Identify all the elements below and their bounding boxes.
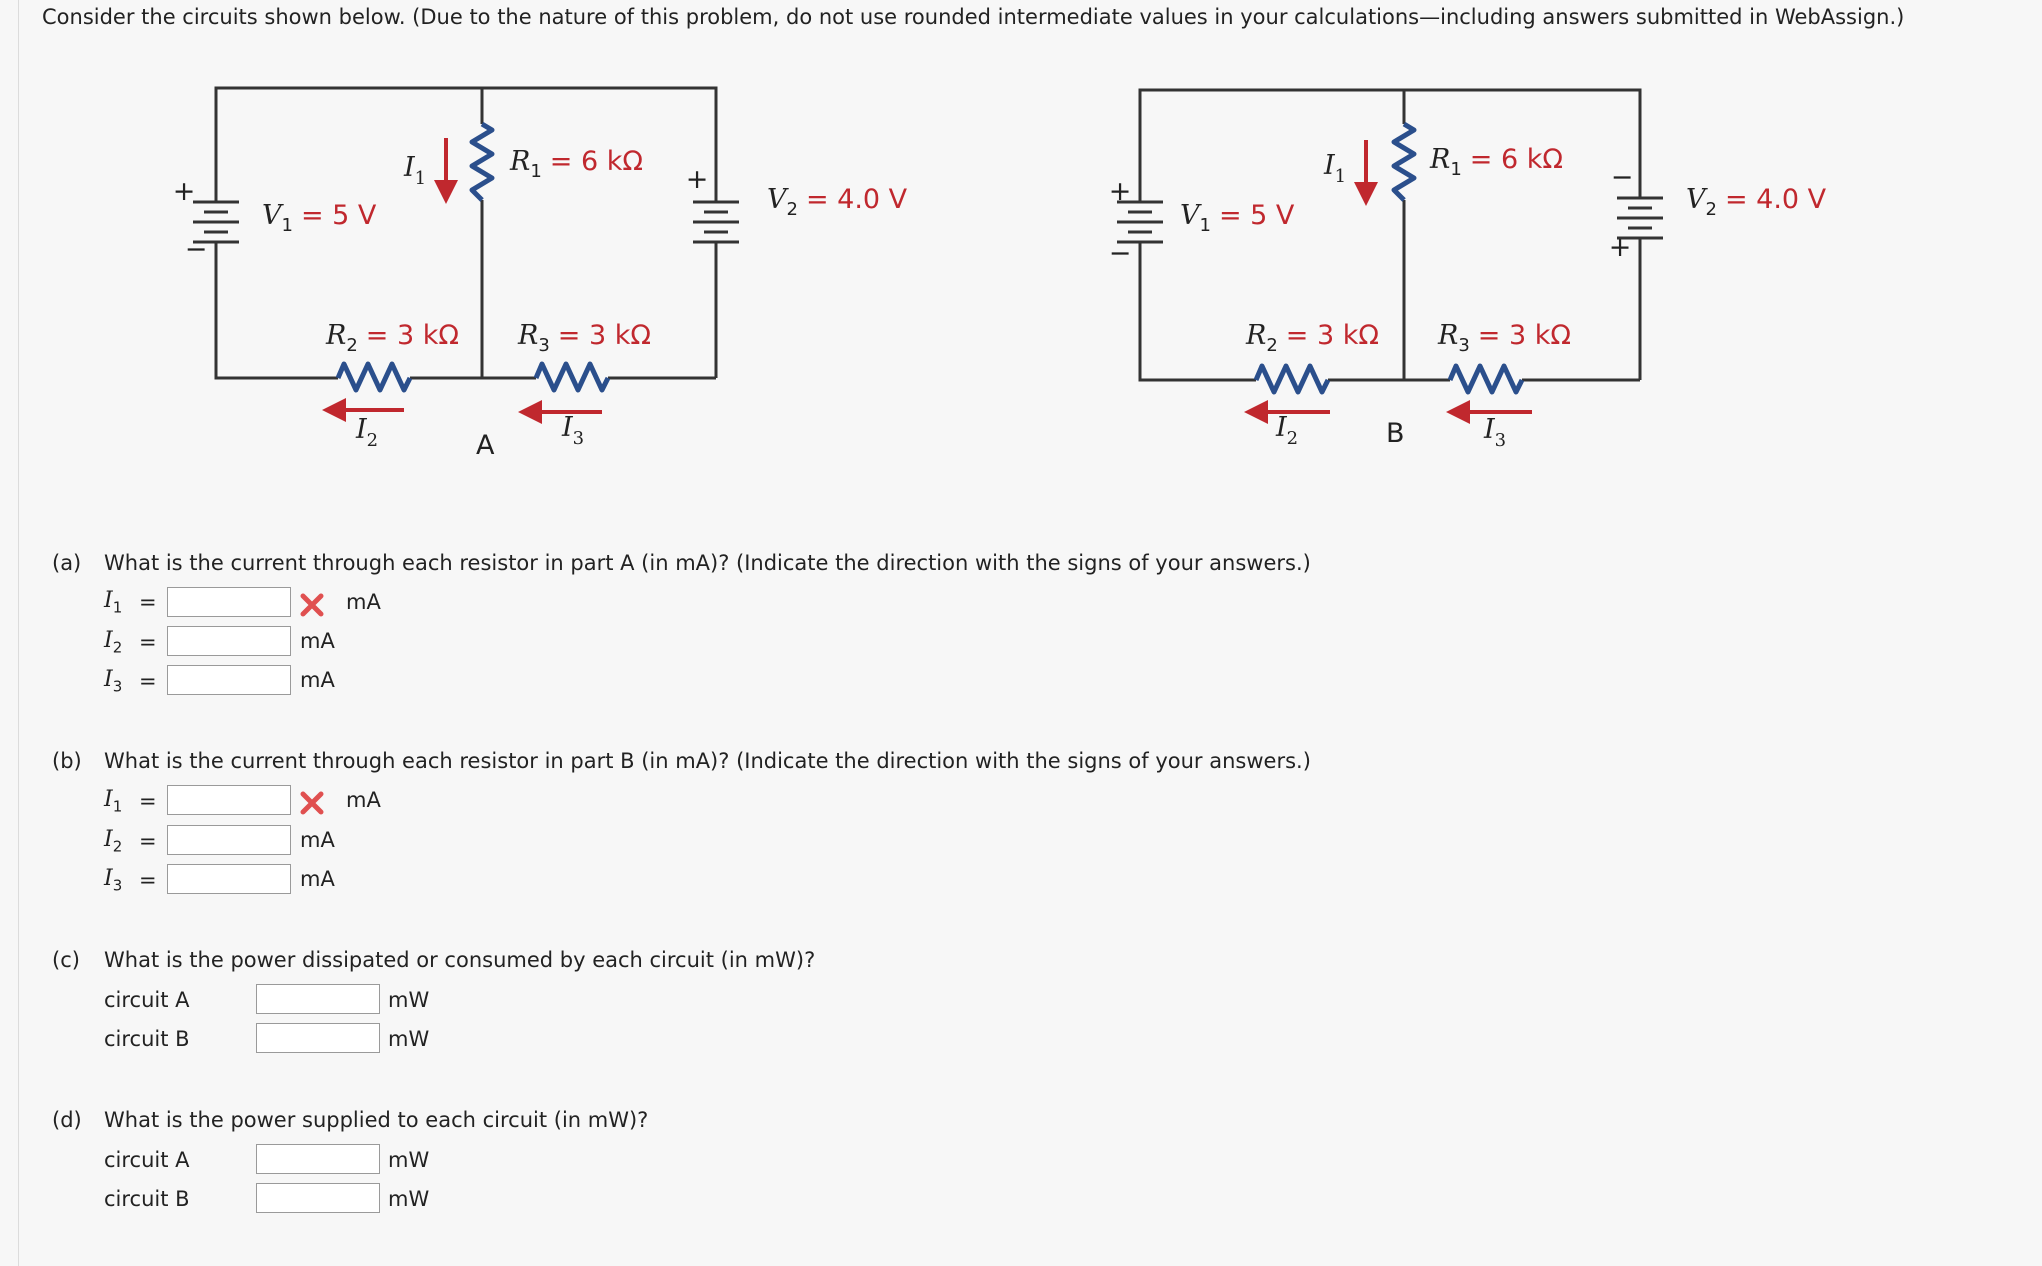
part-d-question: (d) What is the power supplied to each ci…	[52, 1107, 648, 1133]
circuit-b-v1-minus: −	[1109, 238, 1132, 269]
circuit-b-wires	[1138, 88, 1642, 382]
part-b-i1-input[interactable]	[167, 785, 291, 815]
page-left-border	[18, 0, 19, 1266]
part-b-i2-var: I2	[104, 827, 123, 856]
part-b-tag: (b)	[52, 749, 82, 773]
circuit-a: + − V1= 5 V + V2= 4.0 V R1= 6 kΩ I1 R2= …	[173, 86, 908, 461]
circuit-a-battery-v2	[693, 192, 739, 250]
circuit-a-resistor-r3	[533, 361, 611, 393]
part-a-i3-input[interactable]	[167, 665, 291, 695]
part-a-i1-var: I1	[104, 588, 123, 617]
part-c-text: What is the power dissipated or consumed…	[104, 948, 816, 972]
circuit-b-r1-label: R1= 6 kΩ	[1429, 144, 1563, 180]
part-c-circuit-a-unit: mW	[388, 988, 430, 1012]
part-c-tag: (c)	[52, 948, 80, 972]
part-b-i3-unit: mA	[300, 867, 335, 891]
circuit-a-v2-plus: +	[686, 164, 709, 195]
circuit-b-v1-plus: +	[1109, 176, 1132, 207]
circuit-b: + − V1= 5 V − + V2= 4.0 V R1= 6 kΩ I1 R2…	[1109, 88, 1827, 451]
part-b-text: What is the current through each resisto…	[104, 749, 1311, 773]
circuit-b-i3-label: I3	[1483, 414, 1506, 451]
part-c-question: (c) What is the power dissipated or consu…	[52, 947, 815, 973]
circuit-b-resistor-r2	[1253, 363, 1331, 395]
part-d-circuit-a-input[interactable]	[256, 1144, 380, 1174]
circuit-a-i1-label: I1	[403, 152, 426, 189]
circuit-a-v2-label: V2= 4.0 V	[767, 184, 908, 220]
circuit-a-wires	[214, 86, 718, 380]
circuit-a-resistor-r2	[335, 361, 413, 393]
part-a-text: What is the current through each resisto…	[104, 551, 1311, 575]
circuit-a-r2-label: R2= 3 kΩ	[325, 320, 459, 356]
part-a-i3-eq: =	[139, 669, 157, 693]
part-c-circuit-b-unit: mW	[388, 1027, 430, 1051]
circuit-b-battery-v1	[1117, 190, 1163, 250]
circuit-a-v1-label: V1= 5 V	[262, 200, 377, 236]
part-c-circuit-a-input[interactable]	[256, 984, 380, 1014]
circuit-diagrams: + − V1= 5 V + V2= 4.0 V R1= 6 kΩ I1 R2= …	[173, 86, 1827, 461]
circuit-b-v2-minus: −	[1611, 162, 1634, 193]
circuit-a-i3-label: I3	[561, 412, 584, 449]
circuit-a-name: A	[476, 430, 495, 461]
circuit-a-r3-label: R3= 3 kΩ	[517, 320, 651, 356]
circuit-b-v2-label: V2= 4.0 V	[1686, 184, 1827, 220]
circuit-a-v1-minus: −	[185, 234, 208, 265]
circuit-a-i2-label: I2	[355, 414, 378, 451]
part-a-i2-unit: mA	[300, 629, 335, 653]
circuit-b-v1-label: V1= 5 V	[1180, 200, 1295, 236]
circuit-a-v1-plus: +	[173, 176, 196, 207]
part-c-circuit-b-label: circuit B	[104, 1027, 190, 1051]
x-mark-icon	[300, 791, 324, 815]
problem-intro: Consider the circuits shown below. (Due …	[42, 5, 1905, 29]
part-a-i2-var: I2	[104, 628, 123, 657]
part-a-i2-eq: =	[139, 630, 157, 654]
part-a-i3-var: I3	[104, 667, 123, 696]
part-d-circuit-a-unit: mW	[388, 1148, 430, 1172]
part-c-circuit-b-input[interactable]	[256, 1023, 380, 1053]
part-b-i1-eq: =	[139, 789, 157, 813]
part-b-i2-eq: =	[139, 829, 157, 853]
x-mark-icon	[300, 593, 324, 617]
circuit-b-i1-label: I1	[1323, 150, 1346, 187]
part-b-i3-eq: =	[139, 868, 157, 892]
part-b-i1-var: I1	[104, 787, 123, 816]
part-d-circuit-a-label: circuit A	[104, 1148, 190, 1172]
part-b-i2-unit: mA	[300, 828, 335, 852]
circuit-a-battery-v1	[193, 192, 239, 250]
circuit-b-battery-v2	[1617, 190, 1663, 250]
part-a-i3-unit: mA	[300, 668, 335, 692]
part-a-i1-unit: mA	[346, 590, 381, 614]
part-c-circuit-a-label: circuit A	[104, 988, 190, 1012]
part-a-question: (a) What is the current through each resi…	[52, 550, 1311, 576]
circuit-b-name: B	[1386, 418, 1405, 449]
part-a-tag: (a)	[52, 551, 82, 575]
part-b-i3-input[interactable]	[167, 864, 291, 894]
part-b-question: (b) What is the current through each resi…	[52, 748, 1311, 774]
circuit-b-r3-label: R3= 3 kΩ	[1437, 320, 1571, 356]
circuit-a-resistor-r1	[469, 121, 495, 202]
part-b-i3-var: I3	[104, 866, 123, 895]
part-b-i2-input[interactable]	[167, 825, 291, 855]
part-a-i1-eq: =	[139, 590, 157, 614]
part-a-i2-input[interactable]	[167, 626, 291, 656]
circuit-b-v2-plus: +	[1609, 232, 1632, 263]
circuit-b-resistor-r3	[1447, 363, 1525, 395]
part-d-circuit-b-unit: mW	[388, 1187, 430, 1211]
circuit-a-r1-label: R1= 6 kΩ	[509, 146, 643, 182]
circuit-b-resistor-r1	[1391, 121, 1417, 202]
part-b-i1-unit: mA	[346, 788, 381, 812]
part-d-text: What is the power supplied to each circu…	[104, 1108, 649, 1132]
circuit-b-r2-label: R2= 3 kΩ	[1245, 320, 1379, 356]
part-d-circuit-b-input[interactable]	[256, 1183, 380, 1213]
part-d-tag: (d)	[52, 1108, 82, 1132]
part-d-circuit-b-label: circuit B	[104, 1187, 190, 1211]
circuit-b-i2-label: I2	[1275, 412, 1298, 449]
part-a-i1-input[interactable]	[167, 587, 291, 617]
